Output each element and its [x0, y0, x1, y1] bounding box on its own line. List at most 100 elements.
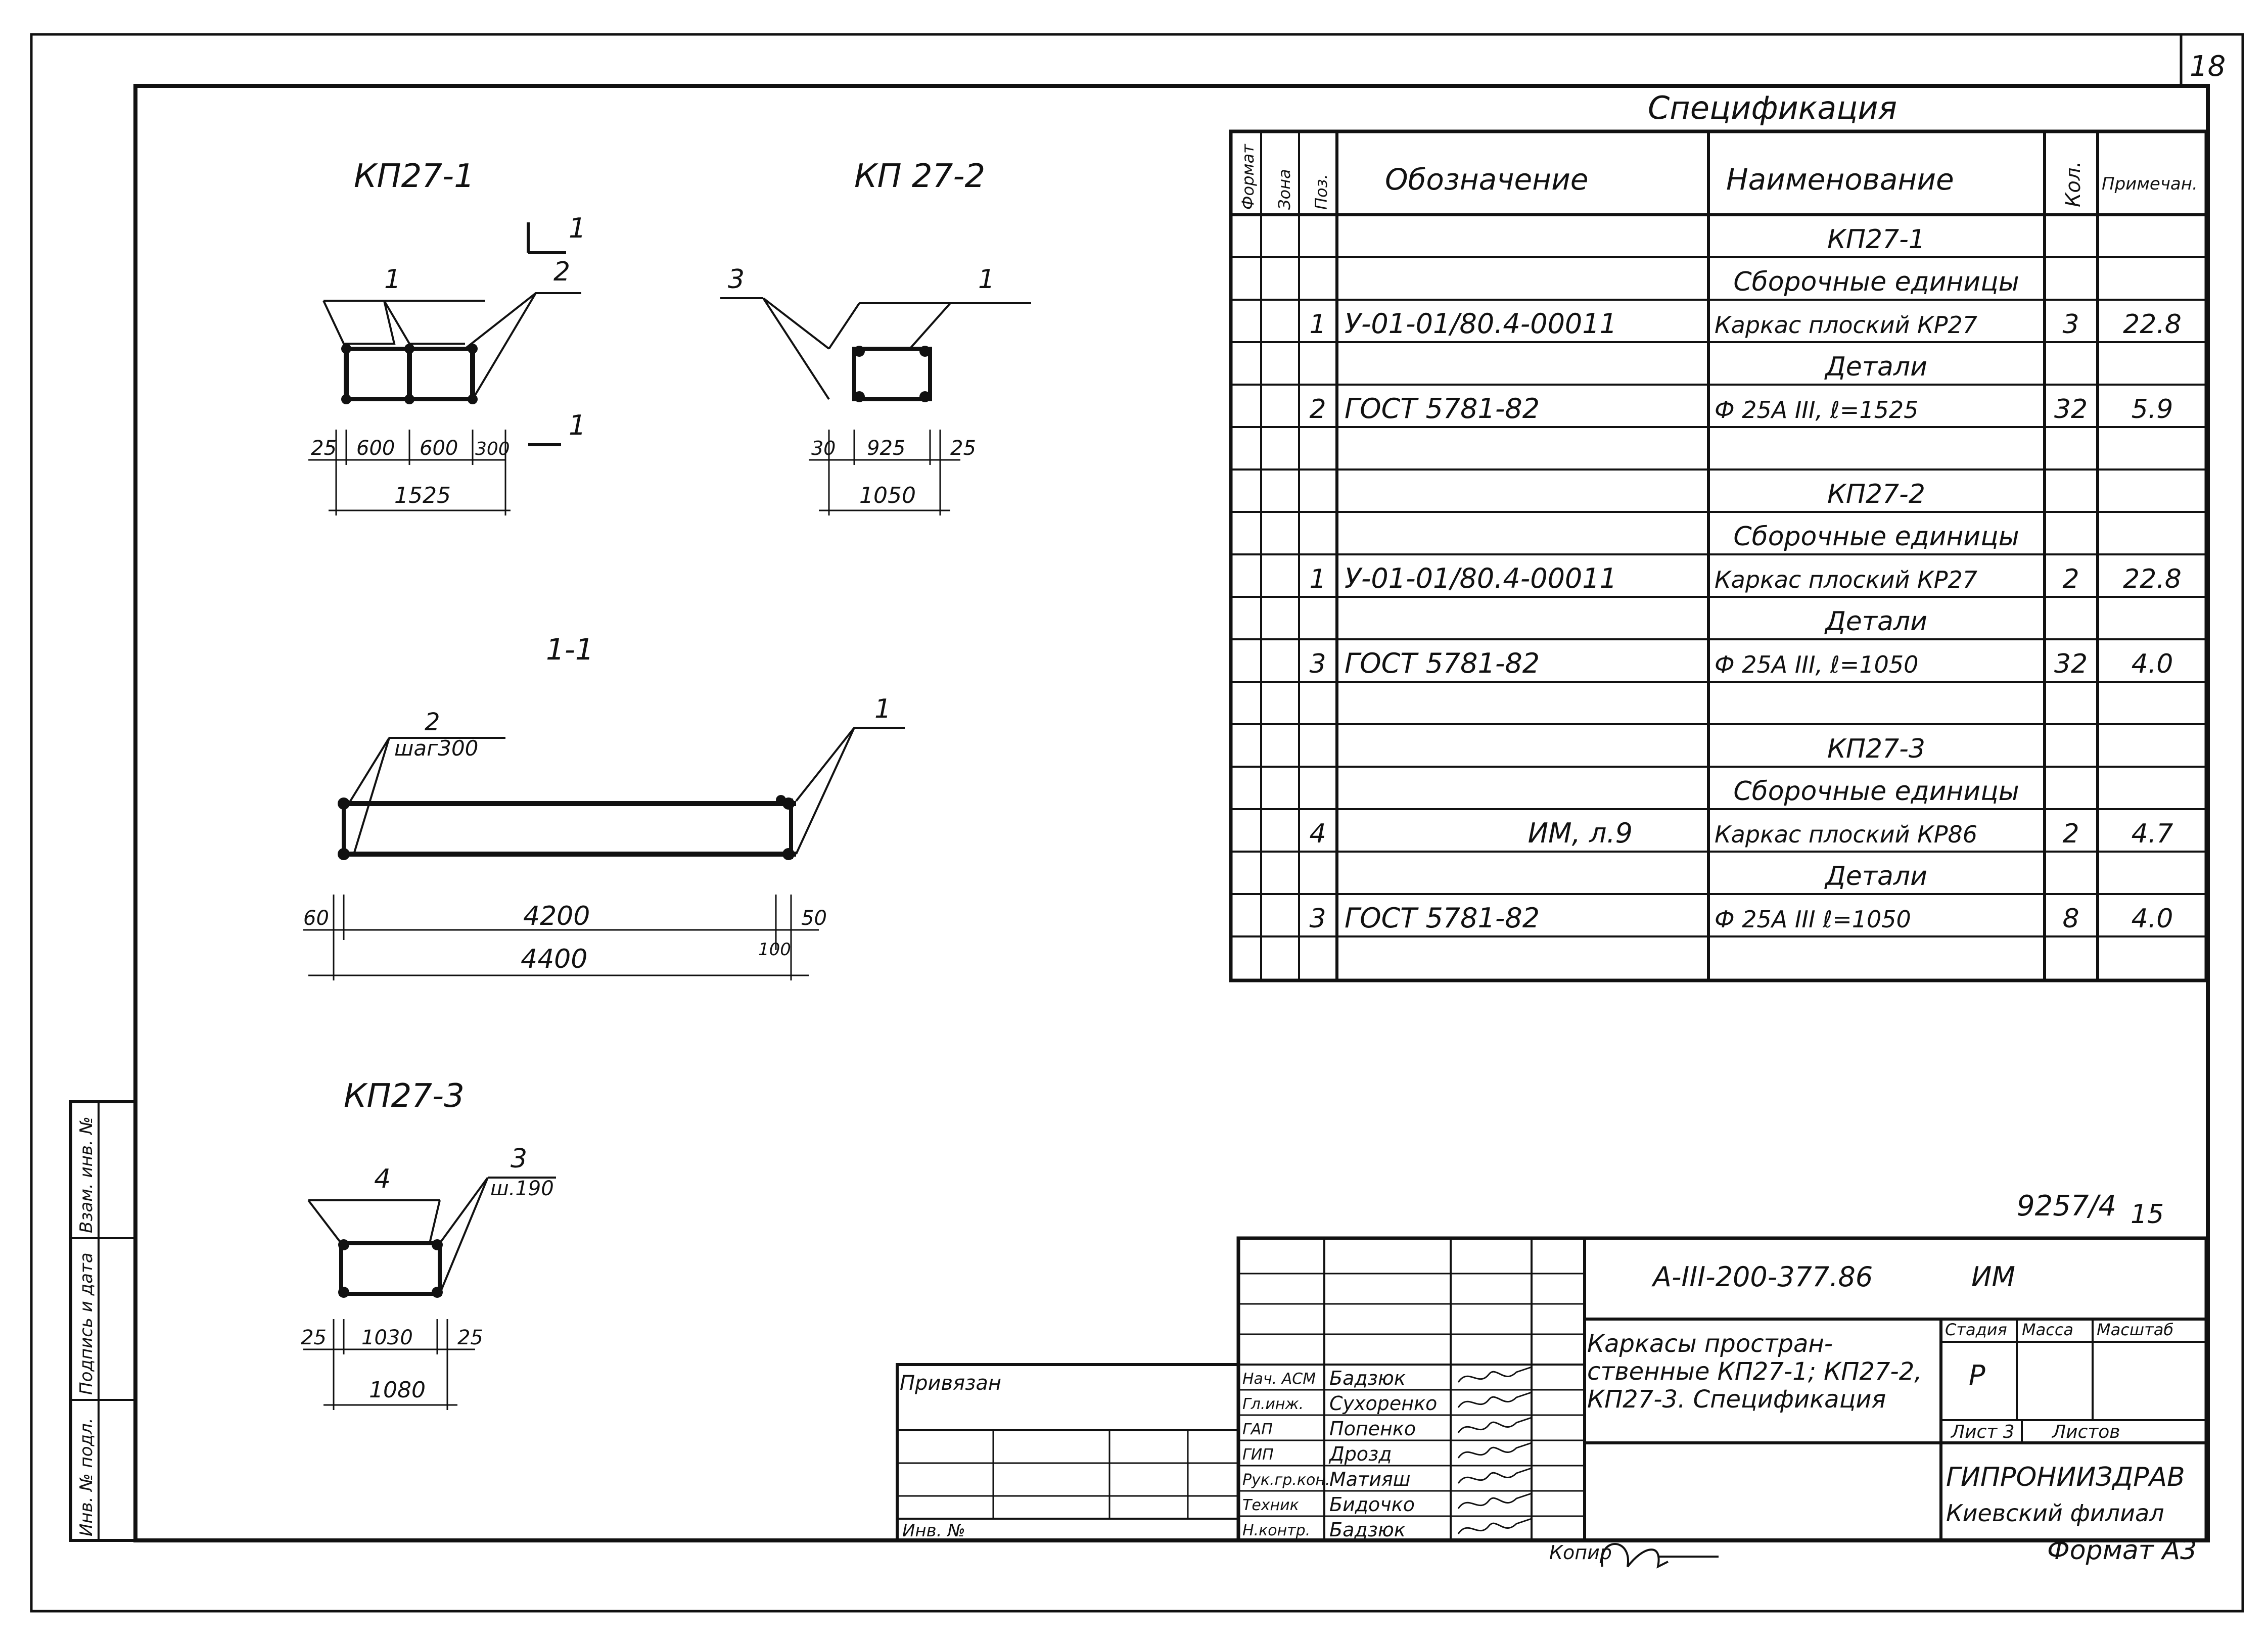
spec-cell-note: 22.8	[2123, 309, 2182, 340]
inv-label: Инв. №	[902, 1521, 965, 1541]
kp27-1-title: КП27-1	[354, 158, 475, 195]
signature-mark	[1457, 1442, 1532, 1459]
mass-label: Масса	[2022, 1320, 2073, 1339]
spec-cell-name: Каркас плоский КР27	[1715, 566, 1977, 593]
kp27-1-pos-1: 1	[384, 264, 401, 295]
spec-cell-name: Каркас плоский КР27	[1715, 311, 1977, 339]
strip-label-sign: Подпись и дата	[76, 1252, 97, 1395]
spec-cell-qty: 2	[2062, 564, 2079, 594]
kp27-3-dim-1: 25	[301, 1326, 327, 1349]
spec-header-qty: Кол.	[2062, 161, 2085, 207]
kp27-1-section-bottom: 1	[569, 409, 586, 441]
spec-cell-name: Ф 25А III ℓ=1050	[1715, 906, 1911, 933]
spec-cell-designation: ИМ, л.9	[1528, 817, 1633, 849]
kp27-2-total: 1050	[859, 483, 916, 508]
org-branch: Киевский филиал	[1946, 1499, 2164, 1527]
spec-cell-name: Сборочные единицы	[1733, 267, 2019, 297]
spec-header-name: Наименование	[1726, 162, 1954, 197]
attached-label: Привязан	[900, 1372, 1001, 1395]
stage-label: Стадия	[1945, 1320, 2007, 1339]
spec-table: Спецификация Формат Зона Поз. Обозначени…	[1229, 89, 2208, 982]
kp27-2-title: КП 27-2	[854, 158, 985, 195]
doc-name-line-2: ственные КП27-1; КП27-2,	[1587, 1357, 1922, 1386]
kp27-1-section-top: 1	[569, 212, 586, 244]
section-pos-2: 2	[425, 708, 440, 736]
spec-cell-name: Детали	[1824, 861, 1927, 892]
spec-header-zone: Зона	[1275, 169, 1294, 210]
strip-label-replace: Взам. инв. №	[76, 1116, 97, 1233]
spec-cell-note: 5.9	[2132, 394, 2173, 425]
section-dim-sub: 100	[758, 940, 791, 960]
spec-cell-note: 22.8	[2123, 564, 2182, 594]
spec-cell-name: КП27-2	[1827, 479, 1925, 509]
drawing-kp27-2: КП 27-2 3 1 30 925 25 1050	[720, 158, 1031, 515]
spec-header-note: Примечан.	[2102, 174, 2198, 194]
drawing-kp27-3: КП27-3 4 3 ш.190 25 1030 25 1080	[301, 1077, 556, 1410]
title-block-name: Бадзюк	[1329, 1367, 1406, 1389]
kp27-3-title: КП27-3	[344, 1077, 465, 1115]
drawing-number: 9257/4	[2017, 1190, 2116, 1223]
drawing-sub-number: 15	[2131, 1199, 2164, 1230]
signature-mark	[1457, 1518, 1532, 1534]
spec-cell-qty: 32	[2054, 649, 2088, 679]
spec-cell-qty: 8	[2062, 904, 2079, 934]
kp27-1-dim-3: 600	[420, 437, 458, 460]
signature-mark	[1457, 1492, 1532, 1509]
sheet-label: Лист 3	[1950, 1422, 2015, 1442]
kp27-1-dim-4: 300	[475, 439, 510, 459]
spec-cell-pos: 4	[1309, 819, 1326, 849]
doc-name-line-1: Каркасы простран-	[1587, 1330, 1833, 1358]
title-block-role: ГИП	[1242, 1446, 1274, 1464]
copier-signature	[1601, 1543, 1719, 1569]
section-dim-2: 4200	[523, 901, 590, 931]
spec-cell-qty: 2	[2062, 819, 2079, 849]
section-pos-1: 1	[874, 694, 891, 724]
signature-mark	[1457, 1366, 1532, 1383]
title-block-name: Матияш	[1329, 1468, 1411, 1490]
kp27-3-step: ш.190	[490, 1177, 554, 1200]
page-number: 18	[2190, 50, 2226, 83]
drawing-kp27-1: КП27-1 1 1 2 1 25 600	[308, 158, 586, 515]
doc-suffix: ИМ	[1971, 1261, 2015, 1293]
section-dim-3: 50	[801, 907, 827, 930]
spec-cell-designation: ГОСТ 5781-82	[1345, 393, 1540, 425]
spec-cell-name: КП27-1	[1827, 224, 1925, 255]
section-1-1: 1-1 2 шаг300 1 60 4200 50 100 4400	[303, 632, 905, 980]
kp27-1-dim-1: 25	[311, 437, 337, 460]
spec-cell-pos: 2	[1309, 394, 1326, 425]
title-block-role: Техник	[1242, 1496, 1299, 1514]
kp27-2-pos-1: 1	[978, 264, 995, 295]
title-block-role: Н.контр.	[1242, 1522, 1310, 1539]
signature-mark	[1457, 1467, 1532, 1484]
spec-cell-name: Каркас плоский КР86	[1715, 821, 1977, 848]
spec-cell-name: Детали	[1824, 352, 1927, 382]
spec-cell-name: Ф 25А III, ℓ=1525	[1715, 396, 1918, 424]
spec-header-pos: Поз.	[1312, 174, 1331, 210]
format-label: Формат А3	[2047, 1535, 2197, 1566]
spec-cell-name: Сборочные единицы	[1733, 522, 2019, 552]
scale-label: Масштаб	[2097, 1320, 2173, 1339]
spec-cell-name: КП27-3	[1827, 734, 1925, 764]
kp27-2-dim-3: 25	[950, 437, 976, 460]
signature-mark	[1457, 1417, 1532, 1433]
spec-cell-pos: 1	[1309, 564, 1326, 594]
spec-cell-pos: 3	[1309, 649, 1326, 679]
doc-name-line-3: КП27-3. Спецификация	[1587, 1385, 1886, 1414]
kp27-3-dim-2: 1030	[361, 1326, 413, 1349]
spec-cell-note: 4.7	[2132, 819, 2173, 849]
signature-mark	[1457, 1391, 1532, 1408]
kp27-2-pos-3: 3	[728, 264, 745, 295]
spec-title: Спецификация	[1648, 89, 1897, 126]
kp27-3-total: 1080	[369, 1377, 426, 1403]
kp27-3-pos-3: 3	[511, 1144, 527, 1174]
kp27-3-dim-3: 25	[457, 1326, 483, 1349]
spec-cell-designation: ГОСТ 5781-82	[1345, 902, 1540, 934]
title-block-role: Рук.гр.кон.	[1242, 1471, 1330, 1489]
kp27-1-dim-2: 600	[356, 437, 395, 460]
section-total: 4400	[521, 944, 587, 974]
spec-cell-name: Детали	[1824, 606, 1927, 637]
title-block-name: Бадзюк	[1329, 1519, 1406, 1541]
section-title: 1-1	[546, 632, 594, 667]
